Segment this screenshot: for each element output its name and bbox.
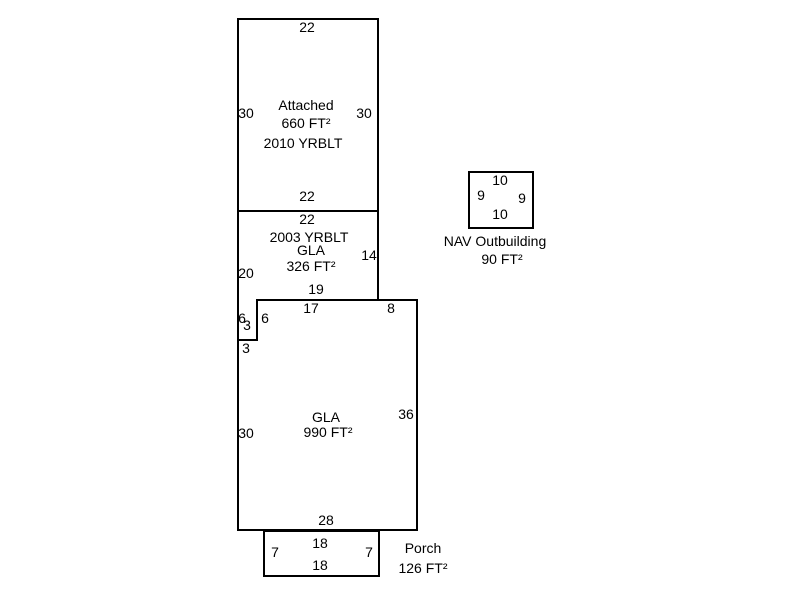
area-name: Porch [405,540,442,556]
area-name: GLA [297,242,326,258]
area-size: 90 FT² [481,251,523,267]
dim-label: 14 [361,247,377,263]
dim-label: 3 [243,317,251,333]
year-built: 2003 YRBLT [270,229,349,245]
dim-label: 22 [299,19,315,35]
gla-upper-outline [238,210,379,300]
dim-label: 22 [299,188,315,204]
gla-main-outline [237,211,418,531]
area-name: Attached [278,97,333,113]
dim-label: 22 [299,211,315,227]
dim-label: 17 [303,300,319,316]
dim-label: 9 [477,187,485,203]
dim-label: 36 [398,406,414,422]
dim-label: 10 [492,206,508,222]
dim-label: 7 [365,544,373,560]
dim-label: 30 [356,105,372,121]
area-size: 326 FT² [286,258,335,274]
dim-label: 9 [518,190,526,206]
dim-label: 6 [238,310,246,326]
dim-label: 8 [387,300,395,316]
area-size: 126 FT² [398,560,447,576]
dim-label: 3 [242,340,250,356]
area-name: GLA [312,409,341,425]
dim-label: 6 [261,310,269,326]
dim-label: 19 [308,281,324,297]
dim-label: 10 [492,172,508,188]
outbuilding-outline [468,171,534,229]
area-size: 990 FT² [303,424,352,440]
dim-label: 18 [312,535,328,551]
area-name: NAV Outbuilding [444,233,546,249]
porch-outline [263,530,380,577]
dim-label: 30 [238,105,254,121]
dim-label: 18 [312,557,328,573]
year-built: 2010 YRBLT [264,135,343,151]
area-size: 660 FT² [281,115,330,131]
dim-label: 28 [318,512,334,528]
dim-label: 20 [238,265,254,281]
dim-label: 30 [238,425,254,441]
dim-label: 7 [271,544,279,560]
